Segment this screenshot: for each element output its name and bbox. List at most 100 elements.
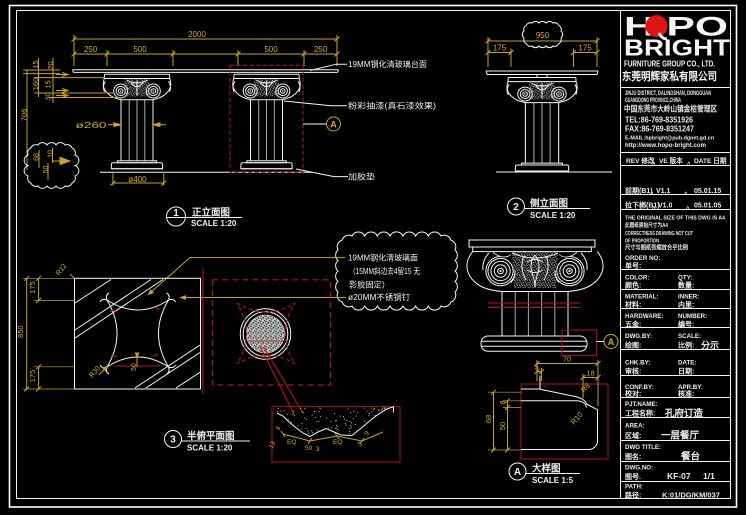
svg-text:50: 50	[131, 363, 138, 371]
svg-text:REV 修改: REV 修改	[626, 156, 655, 165]
svg-text:68: 68	[34, 153, 41, 161]
svg-text:SCALE 1:20: SCALE 1:20	[187, 444, 233, 453]
svg-text:COLOR:: COLOR:	[625, 275, 649, 282]
svg-text:PATH:: PATH:	[625, 484, 643, 491]
svg-text:3: 3	[356, 441, 364, 449]
svg-text:http:/​/www.hopo-bright.com: http:/​/www.hopo-bright.com	[625, 142, 706, 149]
svg-text:前期(B1): 前期(B1)	[625, 186, 653, 195]
svg-text:V1.1: V1.1	[656, 188, 671, 195]
svg-text:850: 850	[16, 325, 25, 338]
svg-text:19MM钢化清玻璃台面: 19MM钢化清玻璃台面	[348, 59, 427, 69]
svg-text:10: 10	[48, 150, 55, 158]
svg-text:DATE:: DATE:	[678, 360, 696, 367]
svg-text:15: 15	[44, 80, 53, 88]
svg-text:（15MM斜边去4留15 无: （15MM斜边去4留15 无	[349, 266, 420, 276]
svg-text:校对:: 校对:	[625, 389, 641, 398]
svg-text:TEL:86-769-8351926: TEL:86-769-8351926	[625, 116, 693, 125]
svg-text:A: A	[608, 337, 615, 347]
svg-text:数量:: 数量:	[678, 281, 694, 290]
svg-text:175: 175	[28, 370, 37, 383]
svg-text:绘图:: 绘图:	[625, 341, 641, 350]
svg-text:DWG TITLE:: DWG TITLE:	[625, 444, 661, 451]
svg-text:CHK.BY:: CHK.BY:	[625, 360, 650, 367]
svg-text:材料:: 材料:	[624, 300, 641, 309]
svg-text:^: ^	[684, 192, 688, 198]
svg-text:EQ: EQ	[287, 439, 296, 446]
svg-text:^: ^	[686, 207, 690, 213]
svg-text:拉下梆(B1): 拉下梆(B1)	[625, 201, 660, 210]
svg-text:单号:: 单号:	[625, 261, 641, 270]
svg-text:5: 5	[534, 363, 538, 372]
svg-text:东莞明辉家私有限公司: 东莞明辉家私有限公司	[622, 69, 717, 83]
svg-text:区域:: 区域:	[625, 431, 641, 440]
svg-text:H PO: H PO	[624, 12, 728, 42]
svg-text:DATE 日期: DATE 日期	[694, 156, 727, 165]
svg-text:路径:: 路径:	[625, 491, 641, 500]
svg-text:APR.BY:: APR.BY:	[678, 384, 703, 391]
svg-text:FAX:86-769-8351247: FAX:86-769-8351247	[625, 125, 694, 134]
svg-text:2000: 2000	[188, 30, 206, 39]
svg-text:175: 175	[493, 44, 507, 53]
svg-text:尺寸与图纸张缩放合乎比例: 尺寸与图纸张缩放合乎比例	[625, 244, 688, 252]
svg-text:此图纸原始尺寸为A4: 此图纸原始尺寸为A4	[625, 221, 669, 229]
svg-text:E-MAIL:hpbright@pub.dgnet.gd.c: E-MAIL:hpbright@pub.dgnet.gd.cn	[625, 136, 715, 142]
svg-text:侧立面图: 侧立面图	[530, 198, 568, 210]
svg-text:250: 250	[314, 45, 328, 54]
svg-text:15: 15	[31, 60, 40, 68]
svg-text:VE 版本: VE 版本	[659, 156, 683, 165]
svg-text:GUANGDONG PROVINCE,CHINA: GUANGDONG PROVINCE,CHINA	[625, 97, 681, 104]
svg-text:日期:: 日期:	[678, 367, 694, 376]
svg-text:BRIGHT: BRIGHT	[624, 35, 730, 61]
svg-text:30: 30	[44, 92, 53, 100]
svg-text:OF PROPORTION: OF PROPORTION	[625, 239, 659, 245]
svg-text:500: 500	[264, 45, 278, 54]
svg-text:SCALE:: SCALE:	[678, 333, 701, 340]
svg-text:2: 2	[513, 202, 519, 213]
svg-text:DWG.NO:: DWG.NO:	[625, 465, 653, 472]
svg-text:^: ^	[652, 162, 656, 168]
svg-text:175: 175	[28, 281, 37, 294]
svg-text:A: A	[330, 120, 337, 130]
svg-text:比例:: 比例:	[678, 341, 694, 350]
svg-text:AREA:: AREA:	[625, 423, 645, 430]
svg-text:粉彩抽漆(真石漆效果): 粉彩抽漆(真石漆效果)	[348, 101, 436, 111]
svg-text:50: 50	[305, 445, 313, 452]
svg-text:孔府订造: 孔府订造	[665, 408, 704, 420]
svg-text:50: 50	[498, 422, 507, 430]
svg-text:FURNITURE GROUP CO., LTD.: FURNITURE GROUP CO., LTD.	[624, 59, 715, 69]
svg-text:ø260: ø260	[76, 121, 108, 130]
svg-text:内里:: 内里:	[678, 300, 694, 309]
svg-text:950: 950	[536, 31, 550, 40]
svg-text:20: 20	[46, 61, 55, 69]
svg-text:核准:: 核准:	[678, 389, 694, 398]
svg-text:13: 13	[268, 440, 278, 450]
svg-text:SCALE 1:5: SCALE 1:5	[532, 476, 573, 485]
svg-text:1/1: 1/1	[703, 471, 715, 481]
svg-text:500: 500	[133, 45, 147, 54]
svg-text:JINJU DISTRICT, DALINGSHAN, DO: JINJU DISTRICT, DALINGSHAN, DONGGUAN	[625, 90, 711, 97]
svg-text:18: 18	[586, 369, 594, 378]
svg-text:QTY:: QTY:	[678, 275, 692, 282]
svg-text:05.01.05: 05.01.05	[694, 203, 721, 210]
svg-text:颜色:: 颜色:	[625, 281, 641, 290]
svg-text:ORDER NO:: ORDER NO:	[625, 255, 660, 262]
svg-text:HARDWARE:: HARDWARE:	[625, 313, 664, 320]
svg-text:^: ^	[652, 207, 656, 213]
svg-text:加胶垫: 加胶垫	[348, 171, 375, 181]
svg-text:工程名称:: 工程名称:	[625, 409, 655, 418]
svg-text:SCALE 1:20: SCALE 1:20	[530, 211, 576, 220]
svg-text:图名:: 图名:	[625, 452, 641, 461]
svg-text:编号:: 编号:	[678, 319, 694, 328]
svg-text:大样图: 大样图	[532, 463, 561, 475]
svg-text:THE ORIGINAL SIZE OF THIS DWG: THE ORIGINAL SIZE OF THIS DWG IS A4	[625, 216, 726, 222]
svg-text:250: 250	[84, 45, 98, 54]
svg-text:ø20MM不锈钢钉: ø20MM不锈钢钉	[348, 292, 410, 302]
svg-text:SCALE 1:20: SCALE 1:20	[191, 219, 237, 228]
svg-text:半俯平面图: 半俯平面图	[187, 430, 235, 442]
svg-text:^: ^	[687, 162, 691, 168]
svg-text:DWG.BY:: DWG.BY:	[625, 333, 652, 340]
svg-text:审核:: 审核:	[625, 367, 641, 376]
svg-text:影胶固定）: 影胶固定）	[349, 279, 390, 289]
svg-text:9: 9	[363, 430, 371, 438]
svg-text:50: 50	[43, 166, 50, 174]
